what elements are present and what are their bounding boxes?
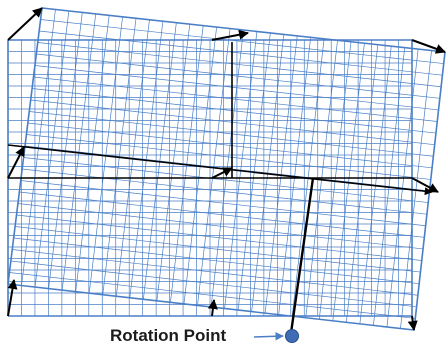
rotated-grid-line xyxy=(37,42,442,88)
rotated-grid-line xyxy=(15,226,421,273)
displacement-arrow xyxy=(211,167,233,179)
rotated-grid-line xyxy=(20,180,426,227)
rotated-grid-line xyxy=(32,88,436,134)
rotated-grid-line xyxy=(9,272,416,319)
rotated-grid-line xyxy=(22,168,427,215)
displacement-arrow xyxy=(7,146,25,179)
rotated-grid-line xyxy=(27,122,433,169)
vertical-axis-rotated xyxy=(288,177,315,341)
rotated-grid-line xyxy=(39,30,443,76)
horizontal-axis-rotated xyxy=(7,144,433,196)
displacement-arrow xyxy=(207,299,218,317)
rotated-grid-line xyxy=(40,19,444,64)
displacement-arrow xyxy=(411,177,439,193)
rotated-grid-line xyxy=(36,53,440,99)
rotated-grid-line xyxy=(26,134,431,180)
rotated-grid-line xyxy=(10,260,417,308)
rotated-grid-line xyxy=(16,214,422,261)
displacement-arrow xyxy=(407,315,418,331)
rotated-grid-line xyxy=(34,65,439,111)
displacement-arrow xyxy=(211,29,249,41)
displacement-arrow xyxy=(411,39,446,54)
rotation-point-pointer xyxy=(253,332,284,341)
displacement-arrow xyxy=(7,7,43,41)
rotation-point-label: Rotation Point xyxy=(110,326,227,345)
rotated-grid-border xyxy=(7,283,415,331)
rotated-grid-line xyxy=(19,191,425,238)
rotation-point-dot xyxy=(285,329,299,343)
rotated-grid-line xyxy=(12,249,418,296)
rotated-grid-line xyxy=(23,157,429,203)
displacement-arrow xyxy=(7,279,18,317)
rotated-grid-line xyxy=(13,237,420,285)
rotated-grid-line xyxy=(17,203,424,250)
rotated-grid-line xyxy=(33,76,438,122)
